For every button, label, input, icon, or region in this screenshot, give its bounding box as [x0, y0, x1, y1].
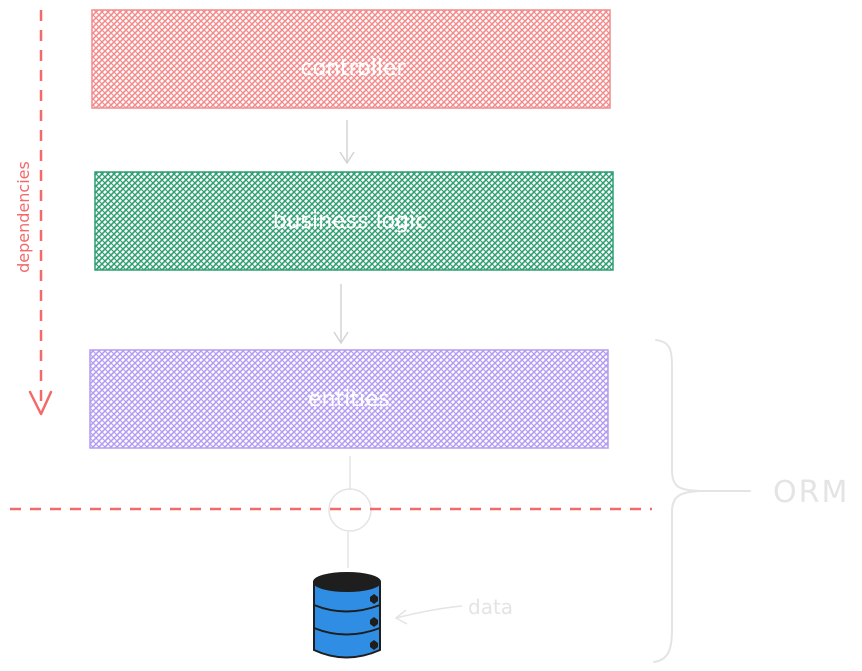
dependencies-label: dependencies [14, 161, 33, 273]
data-arrow [394, 605, 463, 625]
layer-business-logic: business logic [94, 171, 614, 271]
layer-controller: controller [91, 9, 611, 109]
layer-controller-label: controller [301, 56, 407, 81]
dependencies-arrow [28, 10, 53, 416]
layer-entities-label: entities [308, 387, 390, 412]
orm-label: ORM [773, 475, 849, 510]
brace-icon [653, 339, 751, 663]
database-icon [313, 572, 381, 659]
data-label: data [468, 595, 513, 619]
arrow-down-icon [339, 120, 355, 165]
orm-connector [328, 456, 372, 568]
layer-business-logic-label: business logic [273, 209, 428, 234]
arrow-down-icon [333, 284, 349, 345]
layer-entities: entities [89, 349, 609, 449]
